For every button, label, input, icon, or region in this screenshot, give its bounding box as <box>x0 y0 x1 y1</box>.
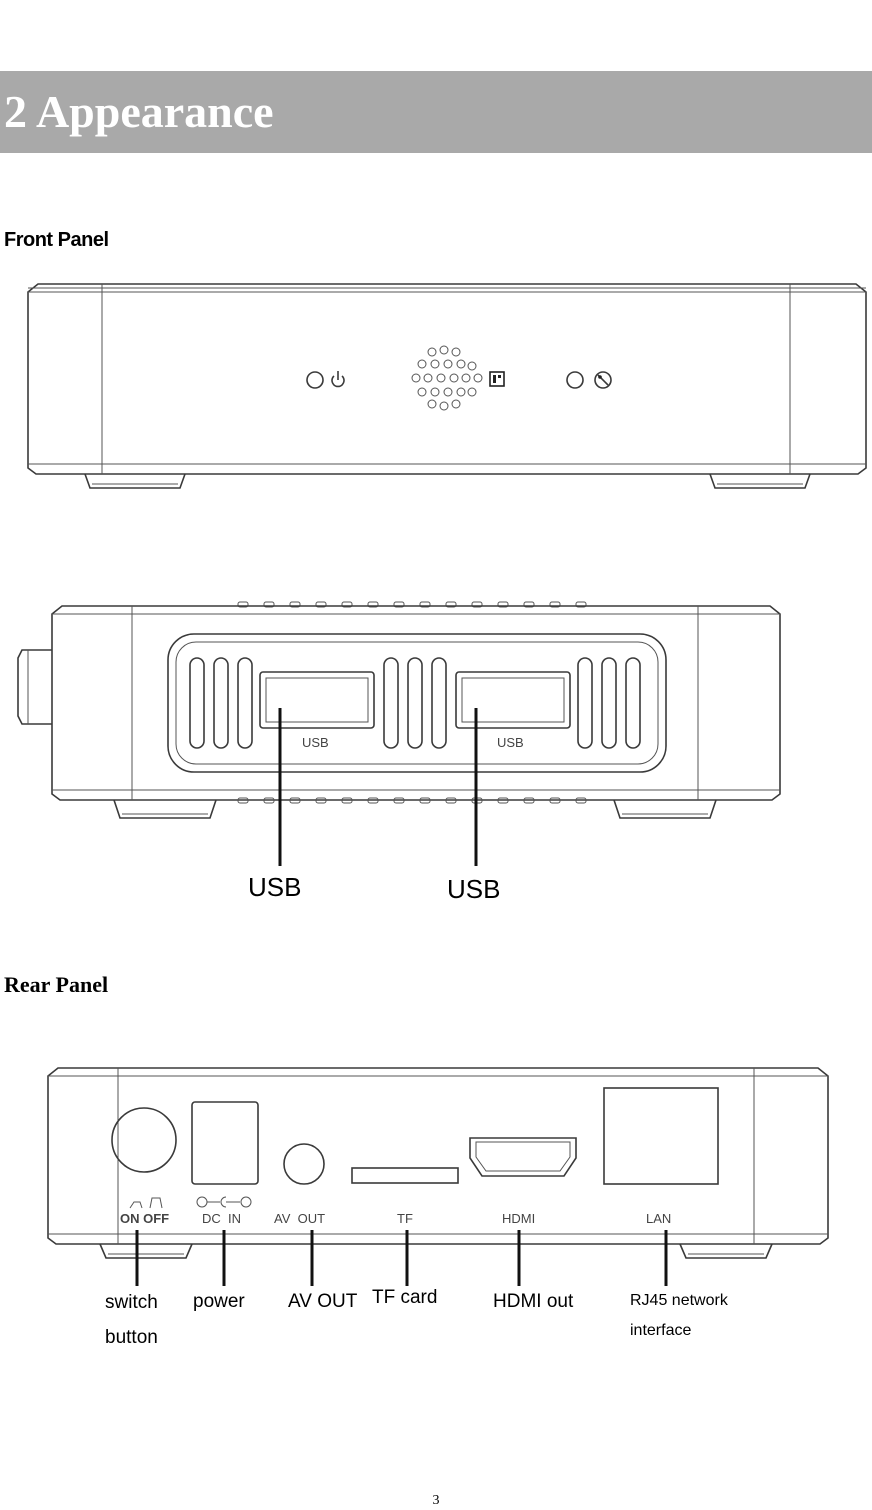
side-panel-figure: USB USB USB USB <box>10 598 800 908</box>
callout-switch-line2: button <box>105 1327 158 1348</box>
rear-label-lan: LAN <box>646 1211 671 1226</box>
usb-port-2 <box>455 671 571 729</box>
usb-port-1 <box>259 671 375 729</box>
usb-port-label-1: USB <box>302 735 329 750</box>
callout-rj45-line2: interface <box>630 1322 691 1339</box>
front-panel-heading: Front Panel <box>4 229 109 251</box>
callout-power: power <box>193 1291 245 1312</box>
rear-panel-figure: ON OFF DC IN AV OUT TF HDMI LAN switch b… <box>40 1062 840 1352</box>
lan-port <box>603 1087 719 1185</box>
rear-label-hdmi: HDMI <box>502 1211 535 1226</box>
section-banner <box>0 71 872 153</box>
usb-callout-2: USB <box>447 874 500 904</box>
power-switch <box>111 1107 177 1173</box>
tf-card-slot <box>351 1167 459 1184</box>
av-out-port <box>283 1143 325 1185</box>
callout-avout: AV OUT <box>288 1291 358 1312</box>
page-number: 3 <box>432 1493 440 1508</box>
rear-label-onoff: ON OFF <box>120 1211 169 1226</box>
usb-callout-1: USB <box>248 872 301 902</box>
hdmi-port <box>469 1137 577 1177</box>
rear-label-dcin: DC IN <box>202 1211 241 1226</box>
callout-tfcard: TF card <box>372 1287 437 1308</box>
power-icon <box>331 371 345 388</box>
network-icon <box>594 371 612 389</box>
page-title: 2 Appearance <box>4 86 274 137</box>
rear-panel-heading: Rear Panel <box>4 972 109 997</box>
callout-switch-line1: switch <box>105 1292 158 1313</box>
front-panel-figure <box>20 280 870 495</box>
power-led <box>306 371 324 389</box>
rear-label-avout: AV OUT <box>274 1211 325 1226</box>
dc-in-port <box>191 1101 259 1185</box>
ir-receiver-grid <box>411 345 483 411</box>
switch-symbol-icon <box>129 1197 163 1209</box>
ir-icon <box>489 371 505 387</box>
usb-port-label-2: USB <box>497 735 524 750</box>
callout-hdmi: HDMI out <box>493 1291 574 1312</box>
network-led <box>566 371 584 389</box>
rear-label-tf: TF <box>397 1211 413 1226</box>
dc-polarity-icon <box>196 1196 252 1208</box>
callout-rj45-line1: RJ45 network <box>630 1292 729 1309</box>
